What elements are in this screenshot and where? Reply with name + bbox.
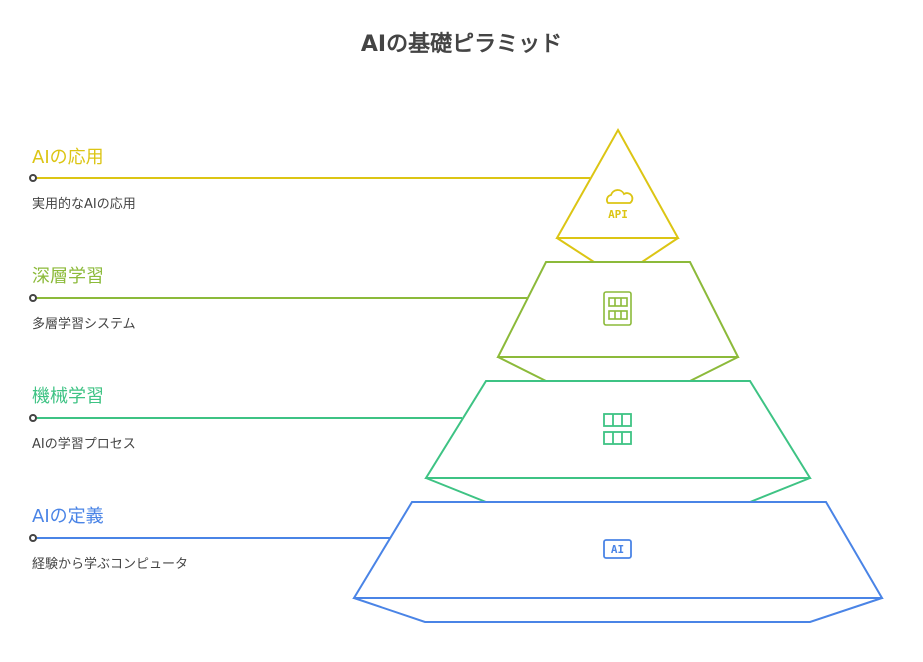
diagram-title: AIの基礎ピラミッド (360, 32, 563, 57)
ai-chip-icon: AI (603, 539, 632, 559)
level-description-base: 経験から学ぶコンピュータ (32, 557, 189, 572)
ai-icon-text: AI (611, 543, 624, 556)
level-base: AI (29, 501, 884, 623)
grid-panel-icon (603, 291, 632, 326)
level-description-apex: 実用的なAIの応用 (32, 197, 136, 212)
cloud-api-icon: API (606, 189, 634, 221)
api-icon-text: API (608, 208, 628, 221)
level-label-2: 深層学習 (32, 266, 104, 287)
level-description-3: AIの学習プロセス (32, 437, 136, 452)
level-3 (29, 380, 812, 503)
level-description-2: 多層学習システム (32, 317, 136, 332)
level-label-apex: AIの応用 (32, 147, 104, 168)
level-apex: API (29, 127, 680, 263)
level-2 (29, 261, 740, 382)
level-label-base: AIの定義 (32, 506, 104, 527)
grid-icon (603, 413, 632, 445)
connector-dot (29, 174, 37, 182)
level-label-3: 機械学習 (32, 386, 104, 407)
